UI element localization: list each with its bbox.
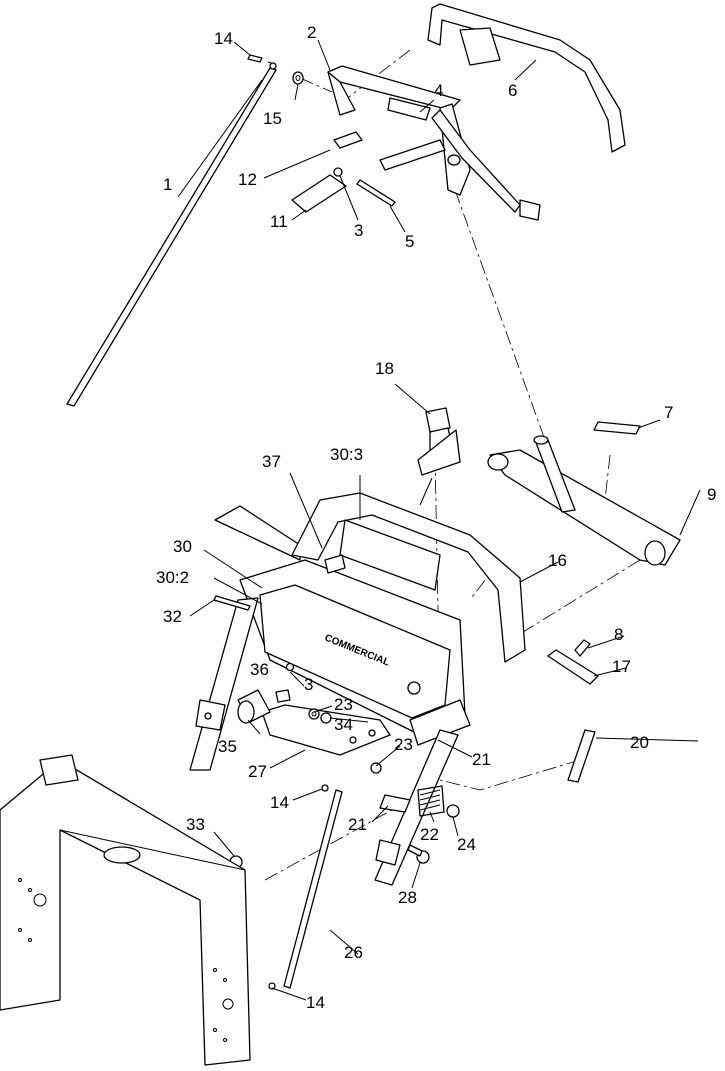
leader-lines xyxy=(177,39,701,1001)
part-6-loop-handle xyxy=(427,3,626,221)
callout-23: 23 xyxy=(394,735,413,754)
callout-35: 35 xyxy=(218,737,237,756)
callout-2: 2 xyxy=(307,23,316,42)
callout-37: 37 xyxy=(262,452,281,471)
part-21-bracket xyxy=(379,794,411,813)
callout-7: 7 xyxy=(664,403,673,422)
part-23-washer-b xyxy=(370,762,382,774)
callout-20: 20 xyxy=(630,733,649,752)
part-35-roller xyxy=(237,689,271,724)
callout-18: 18 xyxy=(375,359,394,378)
right-handle-arm xyxy=(374,729,459,886)
callout-14: 14 xyxy=(306,993,325,1012)
callout-30: 30 xyxy=(173,537,192,556)
part-11-pivot-block xyxy=(291,174,347,213)
part-27-link-plate xyxy=(261,704,391,756)
part-14-clip-top xyxy=(247,54,263,63)
part-9-cross-bar xyxy=(487,435,681,566)
callout-5: 5 xyxy=(405,232,414,251)
callout-6: 6 xyxy=(508,81,517,100)
part-17-pin xyxy=(547,649,599,685)
chassis-frame xyxy=(0,754,251,1066)
callout-16: 16 xyxy=(548,551,567,570)
callout-14: 14 xyxy=(214,29,233,48)
callout-11: 11 xyxy=(270,212,288,231)
callout-23: 23 xyxy=(334,695,353,714)
callout-8: 8 xyxy=(614,625,623,644)
callout-21: 21 xyxy=(348,815,367,834)
part-20-grip xyxy=(567,729,596,783)
callout-21: 21 xyxy=(472,750,491,769)
callout-33: 33 xyxy=(186,815,205,834)
bracket-plate xyxy=(379,139,446,171)
part-3-nut-mid xyxy=(285,662,295,672)
part-24-nut xyxy=(446,804,460,818)
part-18-control-lever xyxy=(417,407,461,506)
part-26-lower-rod xyxy=(268,784,343,990)
part-12-decal xyxy=(333,131,363,149)
callout-1: 1 xyxy=(163,175,172,194)
callout-28: 28 xyxy=(398,888,417,907)
callout-3: 3 xyxy=(304,675,313,694)
part-1-control-rod xyxy=(66,61,277,407)
callout-17: 17 xyxy=(612,657,631,676)
part-8-clip xyxy=(574,639,591,657)
part-34-spacer xyxy=(320,712,332,724)
callout-14: 14 xyxy=(270,793,289,812)
callout-4: 4 xyxy=(434,81,443,100)
part-4-decal xyxy=(387,97,431,121)
callout-3: 3 xyxy=(354,221,363,240)
part-36-bolt xyxy=(275,689,291,703)
callout-27: 27 xyxy=(248,762,267,781)
callouts: 1 2 3 3 4 5 6 7 8 9 11 12 14 14 14 15 16… xyxy=(156,23,716,1012)
part-7-decal-strip xyxy=(593,421,641,435)
callout-30-3: 30:3 xyxy=(330,445,363,464)
callout-32: 32 xyxy=(163,607,182,626)
callout-26: 26 xyxy=(344,943,363,962)
callout-34: 34 xyxy=(334,715,353,734)
part-22-spring xyxy=(417,785,445,817)
part-30-panel: COMMERCIAL xyxy=(259,584,451,719)
callout-36: 36 xyxy=(250,660,269,679)
callout-22: 22 xyxy=(420,825,439,844)
callout-24: 24 xyxy=(457,835,476,854)
part-37-clip xyxy=(324,554,346,574)
part-5-bolt-top xyxy=(356,179,396,207)
callout-12: 12 xyxy=(238,170,257,189)
part-32-pin xyxy=(213,595,251,611)
part-30-3-decal xyxy=(339,519,441,591)
part-15-bushing xyxy=(292,71,304,85)
part-28-bolt xyxy=(407,844,430,864)
part-3-nut-top xyxy=(333,167,343,177)
callout-9: 9 xyxy=(707,485,716,504)
callout-30-2: 30:2 xyxy=(156,568,189,587)
callout-15: 15 xyxy=(263,109,282,128)
